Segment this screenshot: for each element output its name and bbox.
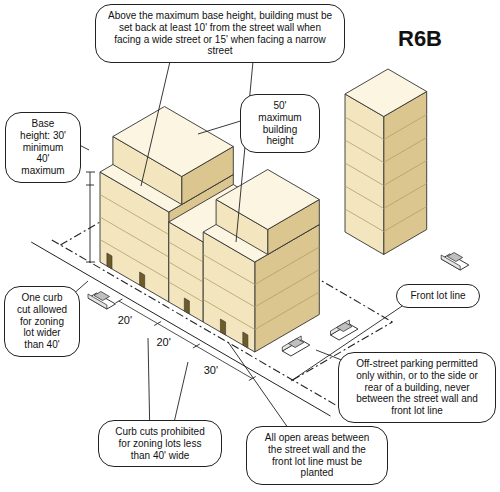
dimension-label: 20' [116, 313, 134, 325]
callout-bubble: Front lot line [396, 284, 480, 308]
floor-line [384, 161, 427, 186]
floor-line [255, 292, 319, 330]
floor-line [203, 277, 255, 307]
height-bracket-tick [86, 262, 95, 263]
callout-text: Off-street parking permitted only within… [349, 358, 485, 417]
floor-line [100, 217, 169, 257]
callout-bubble: One curb cut allowed for zoning lot wide… [4, 286, 80, 357]
dimension-label: 20' [154, 336, 172, 348]
floor-line [255, 270, 319, 308]
dimension-label: 30' [202, 363, 220, 375]
door [220, 319, 225, 335]
floor-line [345, 209, 384, 232]
callout-bubble: Curb cuts prohibited for zoning lots les… [98, 420, 222, 467]
door [140, 272, 145, 288]
callout-text: All open areas between the street wall a… [257, 432, 377, 479]
dimension-tick [116, 299, 123, 303]
callout-bubble: All open areas between the street wall a… [246, 426, 388, 485]
dimension-line [119, 301, 252, 379]
floor-line [384, 184, 427, 209]
callout-text: One curb cut allowed for zoning lot wide… [15, 292, 69, 351]
callout-bubble: Off-street parking permitted only within… [338, 352, 496, 423]
callout-bubble: Base height: 30' minimum 40' maximum [5, 112, 81, 183]
building-end-face [384, 92, 427, 255]
floor-line [345, 140, 384, 163]
floor-line [345, 117, 384, 140]
zone-title: R6B [398, 28, 442, 50]
floor-line [345, 186, 384, 209]
callout-text: Curb cuts prohibited for zoning lots les… [109, 426, 211, 461]
floor-line [345, 163, 384, 186]
dimension-tick [193, 344, 200, 348]
door [243, 332, 248, 348]
callout-bubble: Above the maximum base height, building … [95, 4, 345, 63]
car-roof [447, 253, 462, 262]
building-roof [216, 170, 319, 230]
height-bracket [90, 172, 91, 262]
floor-line [384, 138, 427, 163]
door [107, 253, 112, 269]
callout-text: Front lot line [407, 290, 469, 302]
building-front-face [345, 94, 384, 255]
door [184, 298, 189, 314]
car-roof [288, 339, 304, 348]
floor-line [384, 207, 427, 232]
callout-text: Base height: 30' minimum 40' maximum [16, 118, 70, 177]
callout-bubble: 50' maximum building height [240, 94, 320, 153]
callout-text: 50' maximum building height [251, 100, 309, 147]
car-roof [94, 292, 110, 301]
dimension-tick [154, 322, 161, 326]
building-roof [345, 69, 427, 117]
callout-text: Above the maximum base height, building … [106, 10, 334, 57]
floor-line [384, 115, 427, 140]
height-bracket-tick [86, 185, 94, 186]
floor-line [169, 262, 203, 282]
floor-line [203, 255, 255, 285]
height-bracket-tick [86, 172, 95, 173]
floor-line [169, 242, 203, 262]
front-lot-line [52, 240, 340, 408]
car-roof [337, 323, 353, 332]
building-roof [113, 107, 233, 177]
floor-line [203, 300, 255, 330]
